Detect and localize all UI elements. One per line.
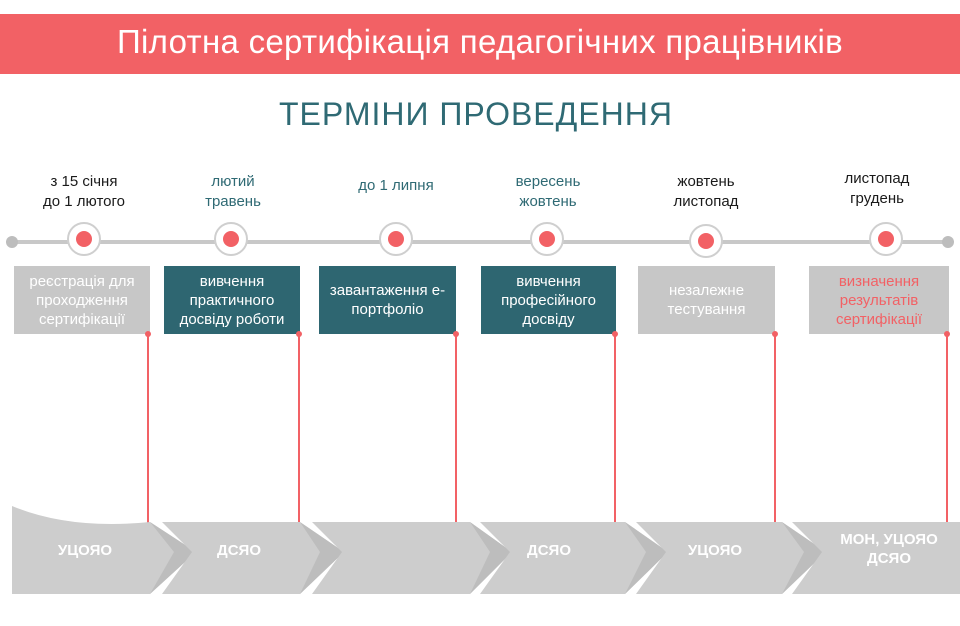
- section-subtitle: ТЕРМІНИ ПРОВЕДЕННЯ: [279, 96, 673, 132]
- page-title: Пілотна сертифікація педагогічних праців…: [117, 23, 843, 60]
- stage-5-org: УЦОЯО: [687, 542, 743, 559]
- title-banner: Пілотна сертифікація педагогічних праців…: [0, 14, 960, 74]
- stage-5-date-line1: жовтень: [677, 173, 735, 190]
- stage-5-date-line2: листопад: [673, 193, 739, 210]
- stage-5-connector: [772, 331, 778, 524]
- arrow-segment-4: [480, 522, 668, 594]
- arrow-segment-3-tip: [470, 522, 512, 594]
- stage-3-connector: [453, 331, 459, 524]
- responsible-arrows: [12, 506, 960, 594]
- stage-6-date-line1: листопад: [844, 170, 910, 187]
- arrow-segment-5-tip: [782, 522, 826, 594]
- stage-1-marker: [67, 222, 101, 256]
- arrow-segment-1-tip: [150, 522, 196, 594]
- timeline-start-cap: [6, 236, 18, 248]
- stage-2-org: ДСЯО: [217, 542, 261, 559]
- stage-4-task: вивчення професійного досвіду: [481, 266, 616, 334]
- stage-2-marker: [214, 222, 248, 256]
- arrow-segment-2-tip: [300, 522, 344, 594]
- stage-3-connector-knob: [453, 331, 459, 337]
- stage-1-date-line1: з 15 січня: [50, 173, 118, 190]
- arrow-segment-3: [312, 522, 512, 594]
- stage-3-marker: [379, 222, 413, 256]
- stage-4-marker-dot: [539, 231, 555, 247]
- stage-6-marker-dot: [878, 231, 894, 247]
- stage-2-marker-dot: [223, 231, 239, 247]
- arrow-segment-4-tip: [625, 522, 668, 594]
- stage-3-date-line1: до 1 липня: [358, 177, 434, 194]
- stage-6-task: визначення результатів сертифікації: [809, 266, 949, 334]
- stage-4-date-line2: жовтень: [519, 193, 577, 210]
- stage-2-date-line2: травень: [205, 193, 261, 210]
- stage-1-marker-dot: [76, 231, 92, 247]
- timeline-line: [12, 240, 949, 244]
- stage-1-connector-knob: [145, 331, 151, 337]
- stage-2-date-line1: лютий: [211, 173, 255, 190]
- stage-1-task: реєстрація для проходження сертифікації: [14, 266, 150, 334]
- arrow-segment-1: [12, 506, 196, 594]
- stage-4-org: ДСЯО: [527, 542, 571, 559]
- stage-2-date: лютий травень: [158, 172, 308, 212]
- stage-5-date: жовтень листопад: [631, 172, 781, 212]
- stage-1-date: з 15 січня до 1 лютого: [9, 172, 159, 212]
- stage-6-date-line2: грудень: [850, 190, 904, 207]
- arrow-segment-5: [636, 522, 826, 594]
- stage-4-marker: [530, 222, 564, 256]
- stage-6-date: листопад грудень: [802, 169, 952, 209]
- stage-6-org-line2: ДСЯО: [867, 550, 911, 567]
- stage-5-task: незалежне тестування: [638, 266, 775, 334]
- stage-1-date-line2: до 1 лютого: [43, 193, 125, 210]
- stage-2-connector: [296, 331, 302, 524]
- stage-1-connector: [145, 331, 151, 524]
- stage-1-org: УЦОЯО: [57, 542, 113, 559]
- stage-6-marker: [869, 222, 903, 256]
- stage-3-date: до 1 липня: [321, 176, 471, 196]
- arrow-segment-2: [162, 522, 344, 594]
- stage-3-task: завантаження е-портфоліо: [319, 266, 456, 334]
- stage-4-connector: [612, 331, 618, 524]
- stage-5-marker: [689, 224, 723, 258]
- stage-6-org-line1: МОН, УЦОЯО: [840, 531, 938, 548]
- stage-5-marker-dot: [698, 233, 714, 249]
- stage-4-date-line1: вересень: [515, 173, 581, 190]
- arrow-segment-6: [792, 522, 960, 594]
- stage-6-connector: [944, 331, 950, 524]
- stage-6-org: МОН, УЦОЯО ДСЯО: [822, 530, 956, 568]
- stage-2-connector-knob: [296, 331, 302, 337]
- timeline-end-cap: [942, 236, 954, 248]
- stage-5-connector-knob: [772, 331, 778, 337]
- stage-3-marker-dot: [388, 231, 404, 247]
- stage-4-date: вересень жовтень: [473, 172, 623, 212]
- stage-2-task: вивчення практичного досвіду роботи: [164, 266, 300, 334]
- stage-4-connector-knob: [612, 331, 618, 337]
- stage-6-connector-knob: [944, 331, 950, 337]
